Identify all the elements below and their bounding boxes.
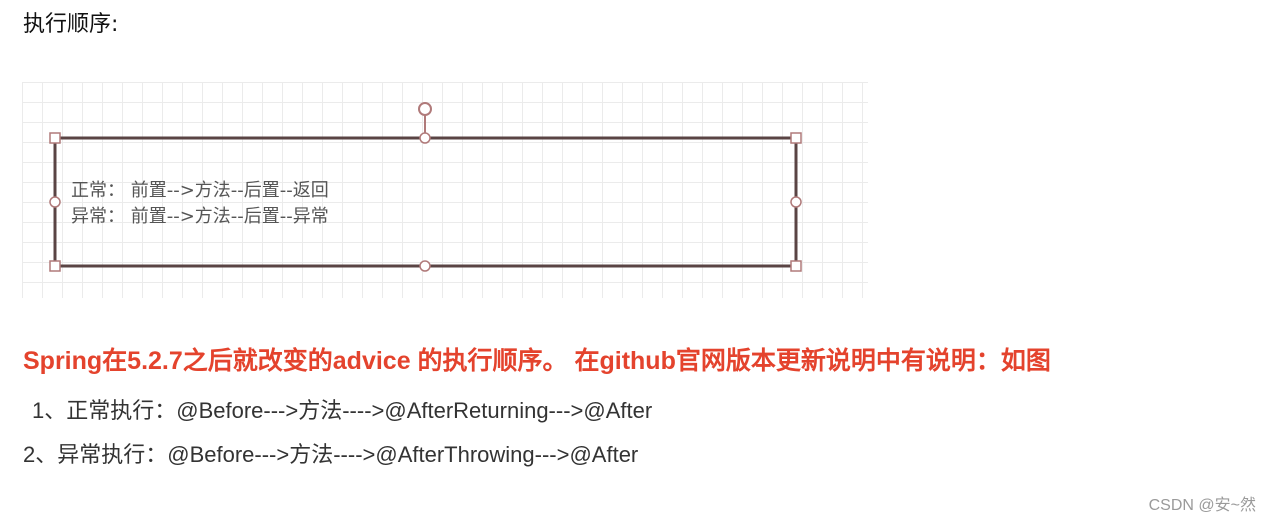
resize-handle-bottom-left[interactable] [49,260,61,272]
resize-handle-top-right[interactable] [790,132,802,144]
watermark: CSDN @安~然 [1148,497,1256,514]
resize-handle-right[interactable] [790,196,802,208]
rotation-handle[interactable] [418,102,432,116]
order-line-exception: 2、异常执行：@Before--->方法---->@AfterThrowing-… [23,442,639,467]
order-line-normal: 1、正常执行：@Before--->方法---->@AfterReturning… [32,398,653,423]
notice-text: Spring在5.2.7之后就改变的advice 的执行顺序。 在github官… [23,347,1051,375]
diagram-text: 正常： 前置-->方法--后置--返回 异常： 前置-->方法--后置--异常 [71,178,329,230]
resize-handle-top[interactable] [419,132,431,144]
resize-handle-left[interactable] [49,196,61,208]
diagram-canvas: 正常： 前置-->方法--后置--返回 异常： 前置-->方法--后置--异常 [22,82,868,298]
box-line-exception: 异常： 前置-->方法--后置--异常 [71,206,329,227]
section-heading: 执行顺序: [23,12,119,37]
box-line-normal: 正常： 前置-->方法--后置--返回 [71,180,329,201]
resize-handle-bottom-right[interactable] [790,260,802,272]
resize-handle-top-left[interactable] [49,132,61,144]
diagram-shape [49,102,802,272]
resize-handle-bottom[interactable] [419,260,431,272]
